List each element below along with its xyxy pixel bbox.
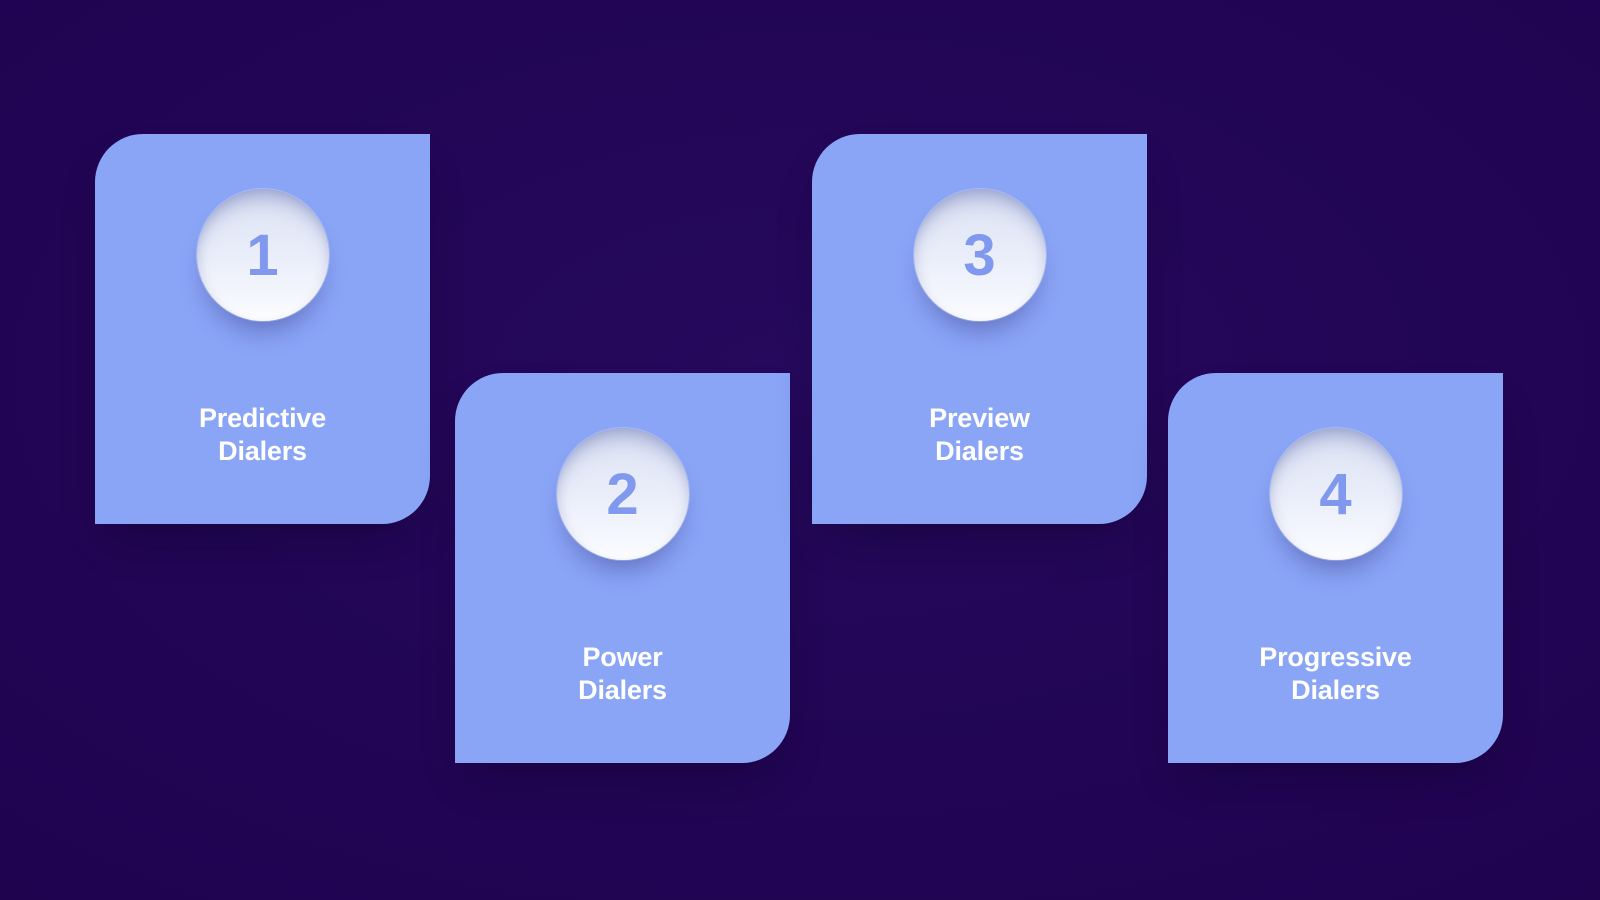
card-label-line1: Power xyxy=(582,642,663,672)
card-label-line1: Preview xyxy=(929,403,1030,433)
step-number: 1 xyxy=(246,223,279,288)
card-label-line2: Dialers xyxy=(1291,675,1380,705)
step-number-badge: 4 xyxy=(1269,428,1402,560)
card-label: Power Dialers xyxy=(455,641,790,707)
card-power-dialers: 2 Power Dialers xyxy=(455,373,790,763)
card-progressive-dialers: 4 Progressive Dialers xyxy=(1168,373,1503,763)
step-number-badge: 2 xyxy=(556,428,689,560)
step-number: 3 xyxy=(963,223,996,288)
step-number-badge: 1 xyxy=(196,189,329,321)
card-predictive-dialers: 1 Predictive Dialers xyxy=(95,134,430,524)
card-label-line2: Dialers xyxy=(578,675,667,705)
card-label: Preview Dialers xyxy=(812,402,1147,468)
card-label-line2: Dialers xyxy=(218,436,307,466)
card-label: Predictive Dialers xyxy=(95,402,430,468)
card-label-line2: Dialers xyxy=(935,436,1024,466)
step-number-badge: 3 xyxy=(913,189,1046,321)
step-number: 2 xyxy=(606,462,639,527)
card-preview-dialers: 3 Preview Dialers xyxy=(812,134,1147,524)
card-label-line1: Progressive xyxy=(1259,642,1412,672)
card-label-line1: Predictive xyxy=(198,403,327,433)
card-label: Progressive Dialers xyxy=(1168,641,1503,707)
step-number: 4 xyxy=(1319,462,1352,527)
